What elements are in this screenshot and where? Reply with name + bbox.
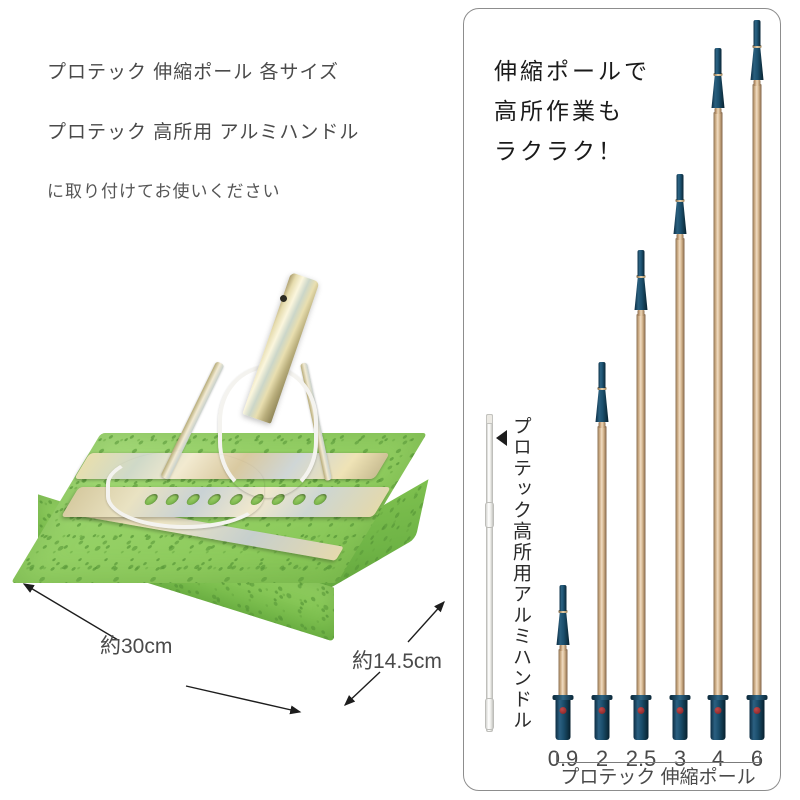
handwritten-callout: 伸縮ポールで 高所作業も ラクラク！ (494, 52, 650, 172)
aluminium-handle-illustration (485, 414, 494, 732)
pole-collar-ring (597, 387, 607, 390)
pole-upper-shaft (598, 422, 606, 428)
pole-grip-flange (669, 695, 691, 700)
width-arrow-left (22, 583, 119, 641)
pole-top-tip (753, 20, 761, 46)
pole-lineup-panel (463, 8, 781, 791)
handle-pointer-triangle-icon (496, 430, 507, 446)
handle-collar-upper (485, 502, 494, 528)
telescopic-pole[interactable]: 6 (745, 20, 769, 771)
pole-size-label: 2 (595, 746, 609, 771)
width-dimension-label: 約30cm (100, 635, 173, 658)
headline-line-3: に取り付けてお使いください (47, 182, 281, 201)
pole-collar-ring (752, 45, 762, 48)
pole-lower-shaft (597, 426, 607, 696)
pole-brand-dot (753, 707, 761, 714)
pole-grip-flange (746, 695, 768, 700)
pole-locking-cone (673, 200, 687, 234)
pole-grip-flange (630, 695, 652, 700)
pole-hand-grip (594, 696, 610, 740)
dimension-arrow-group (22, 583, 445, 715)
pole-lower-shaft (636, 314, 646, 696)
pole-brand-dot (559, 707, 567, 714)
depth-arrow-down (343, 671, 381, 706)
pole-brand-dot (598, 707, 606, 714)
pole-lower-shaft (675, 238, 685, 696)
pole-locking-cone (556, 611, 570, 645)
depth-arrow-up (407, 600, 445, 643)
telescopic-pole[interactable]: 2.5 (626, 250, 656, 771)
plate-hole (290, 493, 309, 505)
pole-upper-shaft (753, 80, 761, 86)
depth-dimension-label: 約14.5cm (352, 650, 442, 673)
telescopic-pole[interactable]: 0.9 (548, 585, 578, 771)
pole-collar-ring (713, 73, 723, 76)
pole-size-label: 2.5 (625, 746, 657, 771)
pole-top-tip (676, 174, 684, 200)
pole-collar-ring (675, 199, 685, 202)
pole-upper-shaft (559, 645, 567, 651)
pole-locking-cone (595, 388, 609, 422)
poles-range-bracket (556, 752, 760, 763)
pole-top-tip (637, 250, 645, 276)
pole-size-label: 6 (750, 746, 764, 771)
pole-grip-flange (591, 695, 613, 700)
pole-hand-grip (555, 696, 571, 740)
pole-hand-grip (633, 696, 649, 740)
handwritten-line-3: ラクラク！ (494, 139, 624, 165)
handle-vertical-label: プロテック高所用アルミハンドル (510, 416, 531, 731)
telescopic-pole[interactable]: 2 (590, 362, 614, 771)
pole-grip-flange (707, 695, 729, 700)
pole-collar-ring (636, 275, 646, 278)
pole-upper-shaft (676, 234, 684, 240)
pole-lower-shaft (752, 84, 762, 696)
pole-hand-grip (710, 696, 726, 740)
width-arrow-right (185, 685, 302, 715)
pole-size-label: 4 (711, 746, 725, 771)
pole-brand-dot (637, 707, 645, 714)
pole-lower-shaft (713, 112, 723, 696)
handle-end-cap (486, 414, 493, 424)
pole-hand-grip (749, 696, 765, 740)
pole-top-tip (559, 585, 567, 611)
pole-hand-grip (672, 696, 688, 740)
pole-locking-cone (750, 46, 764, 80)
white-wire-loop-lower (106, 451, 264, 529)
poles-caption: プロテック 伸縮ポール (560, 767, 756, 788)
pole-collar-ring (558, 610, 568, 613)
pole-locking-cone (634, 276, 648, 310)
telescopic-pole[interactable]: 3 (668, 174, 692, 771)
handwritten-line-2: 高所作業も (494, 99, 624, 125)
pole-size-label: 0.9 (547, 746, 579, 771)
handwritten-line-1: 伸縮ポールで (494, 59, 650, 85)
telescopic-pole[interactable]: 4 (706, 48, 730, 771)
pole-top-tip (714, 48, 722, 74)
headline-line-1: プロテック 伸縮ポール 各サイズ (47, 62, 339, 83)
pole-upper-shaft (637, 310, 645, 316)
pole-top-tip (598, 362, 606, 388)
pole-brand-dot (676, 707, 684, 714)
pole-grip-flange (552, 695, 574, 700)
sponge-mop-product-photo (10, 255, 448, 675)
pole-lower-shaft (558, 649, 568, 696)
pole-size-label: 3 (673, 746, 687, 771)
pole-brand-dot (714, 707, 722, 714)
headline-line-2: プロテック 高所用 アルミハンドル (47, 122, 360, 143)
handle-collar-lower (485, 698, 494, 730)
pole-locking-cone (711, 74, 725, 108)
pole-upper-shaft (714, 108, 722, 114)
